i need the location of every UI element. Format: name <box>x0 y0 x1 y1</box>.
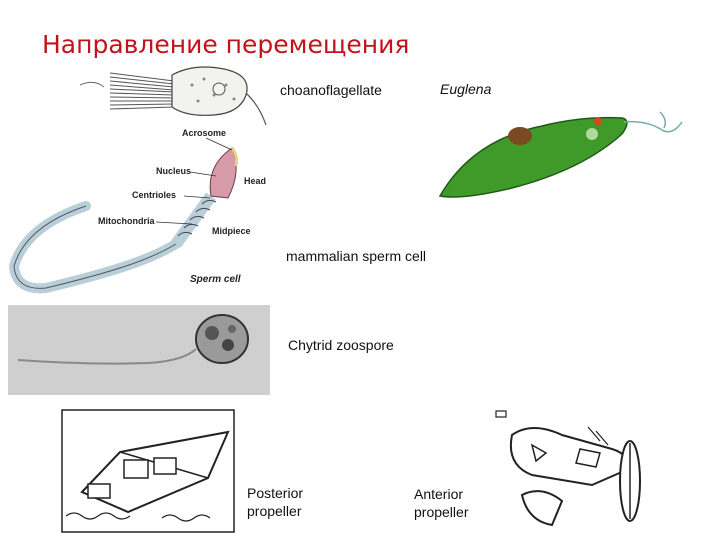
centrioles-label: Centrioles <box>132 190 176 200</box>
anterior-propeller-caption: Anterior propeller <box>414 485 468 521</box>
choanoflagellate-illustration <box>79 66 267 126</box>
posterior-propeller-caption: Posterior propeller <box>247 484 303 520</box>
anterior-line1: Anterior <box>414 486 464 502</box>
posterior-line1: Posterior <box>247 485 304 501</box>
mitochondria-label: Mitochondria <box>98 216 155 226</box>
sperm-cell-label: Sperm cell <box>190 274 241 285</box>
head-label: Head <box>244 176 266 186</box>
acrosome-label: Acrosome <box>182 128 226 138</box>
page-title: Направление перемещения <box>42 30 410 59</box>
posterior-line2: propeller <box>247 503 302 519</box>
airplane-illustration <box>495 410 641 527</box>
midpiece-label: Midpiece <box>212 226 251 236</box>
choanoflagellate-caption: choanoflagellate <box>280 82 382 98</box>
chytrid-zoospore-micrograph <box>8 305 270 395</box>
sperm-caption: mammalian sperm cell <box>286 248 427 264</box>
sperm-cell-diagram: Acrosome Nucleus Centrioles Mitochondria… <box>8 128 266 294</box>
anterior-line2: propeller <box>414 504 469 520</box>
nucleus-label: Nucleus <box>156 166 191 176</box>
boat-illustration <box>61 409 235 533</box>
chytrid-caption: Chytrid zoospore <box>288 337 394 353</box>
euglena-illustration <box>432 100 702 206</box>
euglena-caption: Euglena <box>440 81 492 97</box>
